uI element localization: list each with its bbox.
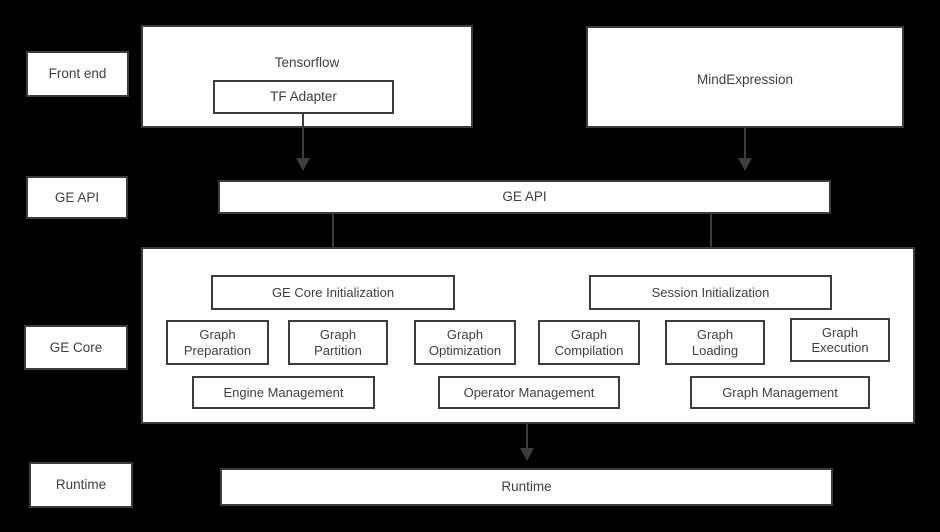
- unit-line-2: Execution: [811, 340, 869, 355]
- unit-line-1: Graph: [570, 327, 608, 343]
- unit-graph-compilation[interactable]: Graph Compilation: [538, 320, 640, 365]
- unit-line-2: Optimization: [428, 342, 502, 358]
- unit-line-1: Graph: [319, 327, 357, 343]
- connector-tf-adapter-to-ge-api-line: [302, 114, 304, 160]
- unit-line-1: Graph: [821, 324, 859, 340]
- manager-graph-management[interactable]: Graph Management: [690, 376, 870, 409]
- connector-tf-adapter-to-ge-api-arrow: [296, 158, 310, 171]
- unit-line-2: Compilation: [554, 342, 624, 358]
- ge-api-bar[interactable]: GE API: [218, 180, 831, 214]
- unit-graph-execution[interactable]: Graph Execution: [790, 318, 890, 362]
- unit-line-2: Loading: [691, 342, 739, 358]
- unit-graph-optimization[interactable]: Graph Optimization: [414, 320, 516, 365]
- unit-graph-partition[interactable]: Graph Partition: [288, 320, 388, 365]
- tf-adapter-box[interactable]: TF Adapter: [213, 80, 394, 114]
- layer-label-front-end: Front end: [26, 51, 129, 97]
- unit-graph-preparation[interactable]: Graph Preparation: [166, 320, 269, 365]
- connector-mindexpression-to-ge-api-line: [744, 128, 746, 160]
- connector-ge-core-to-runtime-arrow: [520, 448, 534, 461]
- manager-engine-management[interactable]: Engine Management: [192, 376, 375, 409]
- connector-ge-api-to-session-init-line: [710, 213, 712, 261]
- layer-label-ge-api: GE API: [26, 176, 128, 219]
- unit-line-2: Partition: [314, 342, 362, 358]
- manager-operator-management[interactable]: Operator Management: [438, 376, 620, 409]
- mindexpression-label: MindExpression: [696, 72, 794, 87]
- connector-mindexpression-to-ge-api-arrow: [738, 158, 752, 171]
- unit-line-1: Graph: [199, 327, 236, 343]
- runtime-bar[interactable]: Runtime: [220, 468, 833, 506]
- session-initialization-box[interactable]: Session Initialization: [589, 275, 832, 310]
- tensorflow-label: Tensorflow: [274, 55, 340, 70]
- layer-label-ge-core: GE Core: [24, 325, 128, 370]
- unit-line-1: Graph: [696, 327, 734, 343]
- unit-line-2: Preparation: [183, 342, 252, 358]
- unit-graph-loading[interactable]: Graph Loading: [665, 320, 765, 365]
- layer-label-runtime: Runtime: [29, 462, 133, 508]
- frontend-mindexpression-box: MindExpression: [586, 26, 904, 128]
- ge-core-initialization-box[interactable]: GE Core Initialization: [211, 275, 455, 310]
- connector-ge-core-to-runtime-line: [526, 424, 528, 450]
- unit-line-1: Graph: [446, 327, 484, 343]
- connector-ge-api-to-ge-core-init-line: [332, 213, 334, 261]
